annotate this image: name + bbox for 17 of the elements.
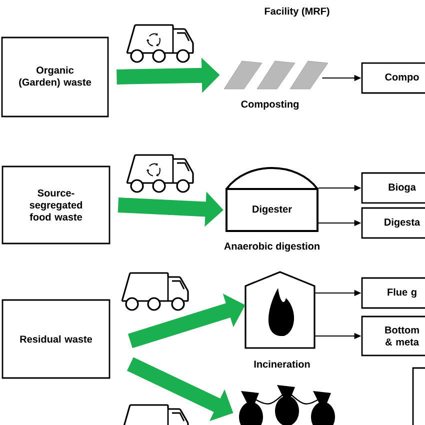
digester-tank: Digester [226,167,318,232]
caption-label: Anaerobic digestion [224,242,320,252]
waste-box: Source- segregated food waste [2,166,110,244]
output-box: Compo [361,62,425,94]
output-box: Bioga [361,172,425,204]
facility-label: Facility (MRF) [264,7,330,17]
incinerator-drawing [244,271,316,349]
compost-heap-drawing [224,60,328,90]
caption-label: Composting [241,100,298,110]
empty-box [412,367,425,425]
waste-box: Residual waste [2,299,110,379]
caption-label: Incineration [254,360,310,368]
waste-box: Organic (Garden) waste [1,36,109,118]
output-box: Bottom & meta [361,316,425,356]
output-box: Flue g [361,277,425,309]
garbage-bag-drawing [239,385,335,425]
output-box: Digesta [361,207,425,239]
